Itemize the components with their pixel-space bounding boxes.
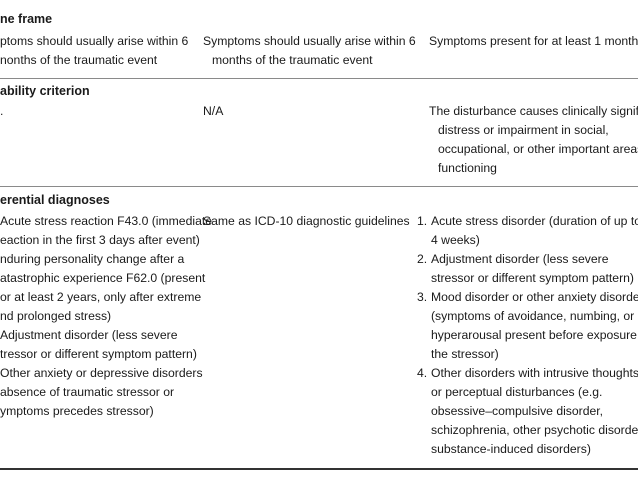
disability-col1: . [0, 102, 3, 121]
text-line: months of the traumatic event [212, 53, 373, 67]
text-line: ptoms should usually arise within 6 [0, 34, 189, 48]
list-number: 4. [417, 366, 428, 380]
text-line: substance-induced disorders) [431, 442, 591, 456]
differential-col2: Same as ICD-10 diagnostic guidelines [203, 212, 410, 231]
text-line: Other disorders with intrusive thoughts [431, 366, 638, 380]
text-line: nonths of the traumatic event [0, 53, 158, 67]
text-line: distress or impairment in social, [438, 123, 609, 137]
text-line: absence of traumatic stressor or [0, 385, 175, 399]
time-frame-col2: Symptoms should usually arise within 6 m… [203, 32, 416, 70]
time-frame-col1: ptoms should usually arise within 6 nont… [0, 32, 188, 70]
text-line: 4 weeks) [431, 233, 480, 247]
section-title-differential-diagnoses: erential diagnoses [0, 193, 110, 207]
text-line: obsessive–compulsive disorder, [431, 404, 604, 418]
text-line: Symptoms present for at least 1 month [429, 34, 638, 48]
text-line: or at least 2 years, only after extreme [0, 290, 202, 304]
text-line: or perceptual disturbances (e.g. [431, 385, 603, 399]
text-line: Mood disorder or other anxiety disorder [431, 290, 638, 304]
row-divider [0, 78, 638, 79]
list-item: 3. Mood disorder or other anxiety disord… [417, 288, 638, 364]
text-line: stressor or different symptom pattern) [431, 271, 634, 285]
list-item: 2. Adjustment disorder (less severe stre… [417, 250, 638, 288]
text-line: Acute stress reaction F43.0 (immediate [0, 214, 213, 228]
disability-col3: The disturbance causes clinically signif… [429, 102, 638, 178]
list-item: 4. Other disorders with intrusive though… [417, 364, 638, 459]
text-line: tressor or different symptom pattern) [0, 347, 197, 361]
text-line: functioning [438, 161, 497, 175]
text-line: Adjustment disorder (less severe [431, 252, 609, 266]
text-line: eaction in the first 3 days after event) [0, 233, 200, 247]
text-line: . [0, 104, 4, 118]
differential-col1: Acute stress reaction F43.0 (immediate e… [0, 212, 212, 421]
text-line: ymptoms precedes stressor) [0, 404, 154, 418]
text-line: Acute stress disorder (duration of up to [431, 214, 638, 228]
row-divider [0, 186, 638, 187]
text-line: nduring personality change after a [0, 252, 185, 266]
text-line: N/A [203, 104, 224, 118]
list-number: 1. [417, 214, 428, 228]
differential-col3: 1. Acute stress disorder (duration of up… [417, 212, 638, 459]
list-number: 3. [417, 290, 428, 304]
text-line: the stressor) [431, 347, 499, 361]
text-line: occupational, or other important areas o [438, 142, 638, 156]
list-number: 2. [417, 252, 428, 266]
time-frame-col3: Symptoms present for at least 1 month [429, 32, 638, 51]
disability-col2: N/A [203, 102, 223, 121]
text-line: schizophrenia, other psychotic disorder [431, 423, 638, 437]
text-line: The disturbance causes clinically signif… [429, 104, 638, 118]
text-line: Other anxiety or depressive disorders [0, 366, 203, 380]
table-bottom-rule [0, 468, 638, 470]
text-line: Adjustment disorder (less severe [0, 328, 178, 342]
section-title-disability-criterion: ability criterion [0, 84, 90, 98]
text-line: Same as ICD-10 diagnostic guidelines [203, 214, 410, 228]
text-line: atastrophic experience F62.0 (present [0, 271, 206, 285]
text-line: Symptoms should usually arise within 6 [203, 34, 416, 48]
text-line: hyperarousal present before exposure t [431, 328, 638, 342]
text-line: nd prolonged stress) [0, 309, 112, 323]
text-line: (symptoms of avoidance, numbing, or [431, 309, 635, 323]
section-title-time-frame: ne frame [0, 12, 53, 26]
list-item: 1. Acute stress disorder (duration of up… [417, 212, 638, 250]
